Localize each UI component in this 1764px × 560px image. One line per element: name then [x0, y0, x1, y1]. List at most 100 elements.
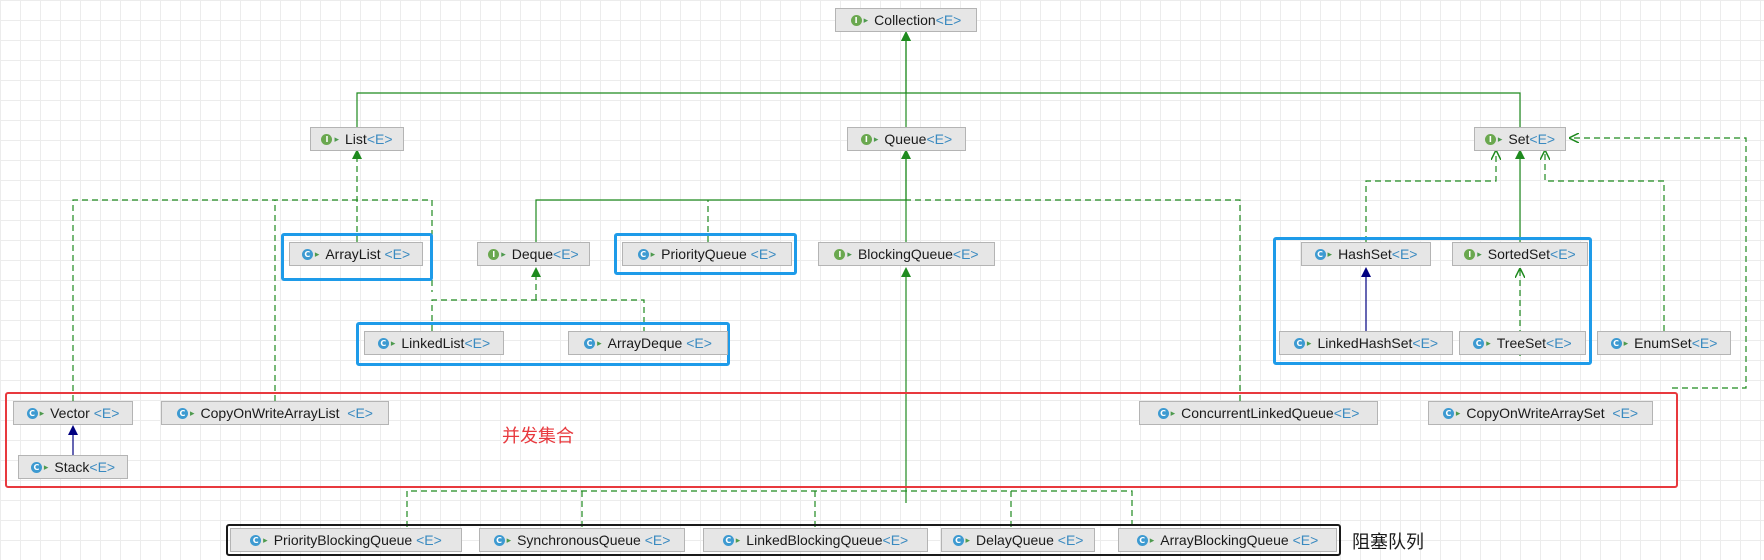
- interface-icon: I: [321, 133, 333, 145]
- node-name: PriorityBlockingQueue: [273, 532, 417, 548]
- node-treeset[interactable]: C▸TreeSet<E>: [1459, 331, 1586, 355]
- node-dq[interactable]: C▸DelayQueue <E>: [941, 528, 1095, 552]
- class-icon: C: [1473, 337, 1485, 349]
- class-icon: C: [1442, 407, 1454, 419]
- interface-icon: I: [488, 248, 500, 260]
- class-icon: C: [952, 534, 964, 546]
- edge-clq-queue: [906, 199, 1241, 401]
- generic-param: <E>: [1529, 131, 1556, 147]
- node-lbq[interactable]: C▸ LinkedBlockingQueue<E>: [703, 528, 928, 552]
- generic-param: <E>: [882, 532, 909, 548]
- node-list[interactable]: I▸List<E>: [310, 127, 404, 151]
- node-name: Stack: [54, 459, 90, 475]
- interface-icon: I: [850, 14, 862, 26]
- class-icon: C: [1293, 337, 1305, 349]
- visibility-icon: ▸: [501, 248, 506, 259]
- node-name: Deque: [511, 246, 554, 262]
- node-arraylist[interactable]: C▸ArrayList <E>: [289, 242, 423, 266]
- node-blockingqueue[interactable]: I▸BlockingQueue<E>: [818, 242, 995, 266]
- generic-param: <E>: [686, 335, 712, 351]
- visibility-icon: ▸: [597, 337, 602, 348]
- class-icon: C: [637, 248, 649, 260]
- class-icon: C: [722, 534, 734, 546]
- node-deque[interactable]: I▸Deque<E>: [477, 242, 590, 266]
- node-name: ArrayList: [325, 246, 385, 262]
- node-linkedlist[interactable]: C▸LinkedList<E>: [364, 331, 504, 355]
- class-icon: C: [301, 248, 313, 260]
- node-priorityqueue[interactable]: C▸PriorityQueue <E>: [622, 242, 792, 266]
- node-arraydeque[interactable]: C▸ ArrayDeque <E>: [568, 331, 728, 355]
- node-name: EnumSet: [1634, 335, 1692, 351]
- node-vector[interactable]: C▸Vector <E>: [13, 401, 133, 425]
- class-icon: C: [1136, 534, 1148, 546]
- generic-param: <E>: [347, 405, 373, 421]
- node-name: DelayQueue: [976, 532, 1058, 548]
- generic-param: <E>: [1691, 335, 1718, 351]
- edge-hashset-set: [1365, 151, 1496, 242]
- node-name: LinkedHashSet: [1317, 335, 1413, 351]
- generic-param: <E>: [93, 405, 120, 421]
- edge-list-collection: [356, 31, 911, 139]
- node-name: ArrayBlockingQueue: [1160, 532, 1293, 548]
- node-name: Vector: [50, 405, 94, 421]
- interface-icon: I: [1484, 133, 1496, 145]
- node-sortedset[interactable]: I▸SortedSet<E>: [1452, 242, 1588, 266]
- blocking-label: 阻塞队列: [1352, 532, 1424, 552]
- visibility-icon: ▸: [189, 407, 195, 418]
- visibility-icon: ▸: [650, 248, 656, 259]
- node-abq[interactable]: C▸ArrayBlockingQueue <E>: [1118, 528, 1337, 552]
- node-cowas[interactable]: C▸CopyOnWriteArraySet <E>: [1428, 401, 1653, 425]
- node-hashset[interactable]: C▸HashSet<E>: [1301, 242, 1431, 266]
- visibility-icon: ▸: [1455, 407, 1461, 418]
- generic-param: <E>: [1546, 335, 1572, 351]
- node-name: PriorityQueue: [661, 246, 751, 262]
- visibility-icon: ▸: [39, 407, 45, 418]
- node-enumset[interactable]: C▸EnumSet<E>: [1597, 331, 1731, 355]
- visibility-icon: ▸: [735, 534, 741, 545]
- visibility-icon: ▸: [334, 133, 340, 144]
- group-blocking: [226, 524, 1341, 556]
- node-queue[interactable]: I▸Queue<E>: [847, 127, 966, 151]
- group-priorityqueue: [614, 233, 797, 275]
- edge-blocking-dashes: [406, 490, 1133, 527]
- generic-param: <E>: [644, 532, 671, 548]
- class-icon: C: [377, 337, 389, 349]
- edge-enumset-set: [1545, 151, 1665, 331]
- node-name: TreeSet: [1496, 335, 1547, 351]
- class-icon: C: [584, 337, 596, 349]
- node-linkedhashset[interactable]: C▸LinkedHashSet<E>: [1279, 331, 1453, 355]
- node-name: SortedSet: [1487, 246, 1551, 262]
- visibility-icon: ▸: [43, 461, 49, 472]
- class-icon: C: [30, 461, 42, 473]
- node-name: ArrayDeque: [607, 335, 687, 351]
- visibility-icon: ▸: [1149, 534, 1155, 545]
- visibility-icon: ▸: [1327, 248, 1333, 259]
- generic-param: <E>: [1612, 405, 1639, 421]
- node-name: ConcurrentLinkedQueue: [1181, 405, 1334, 421]
- node-collection[interactable]: I▸Collection<E>: [835, 8, 977, 32]
- node-name: LinkedBlockingQueue: [746, 532, 883, 548]
- node-set[interactable]: I▸Set<E>: [1474, 127, 1566, 151]
- visibility-icon: ▸: [263, 534, 268, 545]
- class-icon: C: [1157, 407, 1169, 419]
- generic-param: <E>: [926, 131, 953, 147]
- visibility-icon: ▸: [873, 133, 879, 144]
- node-clq[interactable]: C▸ConcurrentLinkedQueue<E>: [1139, 401, 1378, 425]
- visibility-icon: ▸: [847, 248, 852, 259]
- visibility-icon: ▸: [506, 534, 512, 545]
- node-stack[interactable]: C▸Stack<E>: [18, 455, 128, 479]
- class-icon: C: [250, 534, 262, 546]
- node-cowal[interactable]: C▸CopyOnWriteArrayList <E>: [161, 401, 389, 425]
- node-name: BlockingQueue: [857, 246, 953, 262]
- concurrent-label: 并发集合: [502, 426, 574, 446]
- edge-cowas-set: [1570, 138, 1747, 389]
- node-sq[interactable]: C▸SynchronousQueue <E>: [479, 528, 685, 552]
- edge-set-collection: [906, 92, 1521, 139]
- generic-param: <E>: [1057, 532, 1084, 548]
- node-name: List: [345, 131, 367, 147]
- node-pbq[interactable]: C▸PriorityBlockingQueue <E>: [230, 528, 462, 552]
- class-icon: C: [1610, 337, 1622, 349]
- edge-linkedlist-deque: [431, 299, 645, 331]
- group-set-impls: [1273, 237, 1592, 365]
- node-name: CopyOnWriteArrayList: [200, 405, 348, 421]
